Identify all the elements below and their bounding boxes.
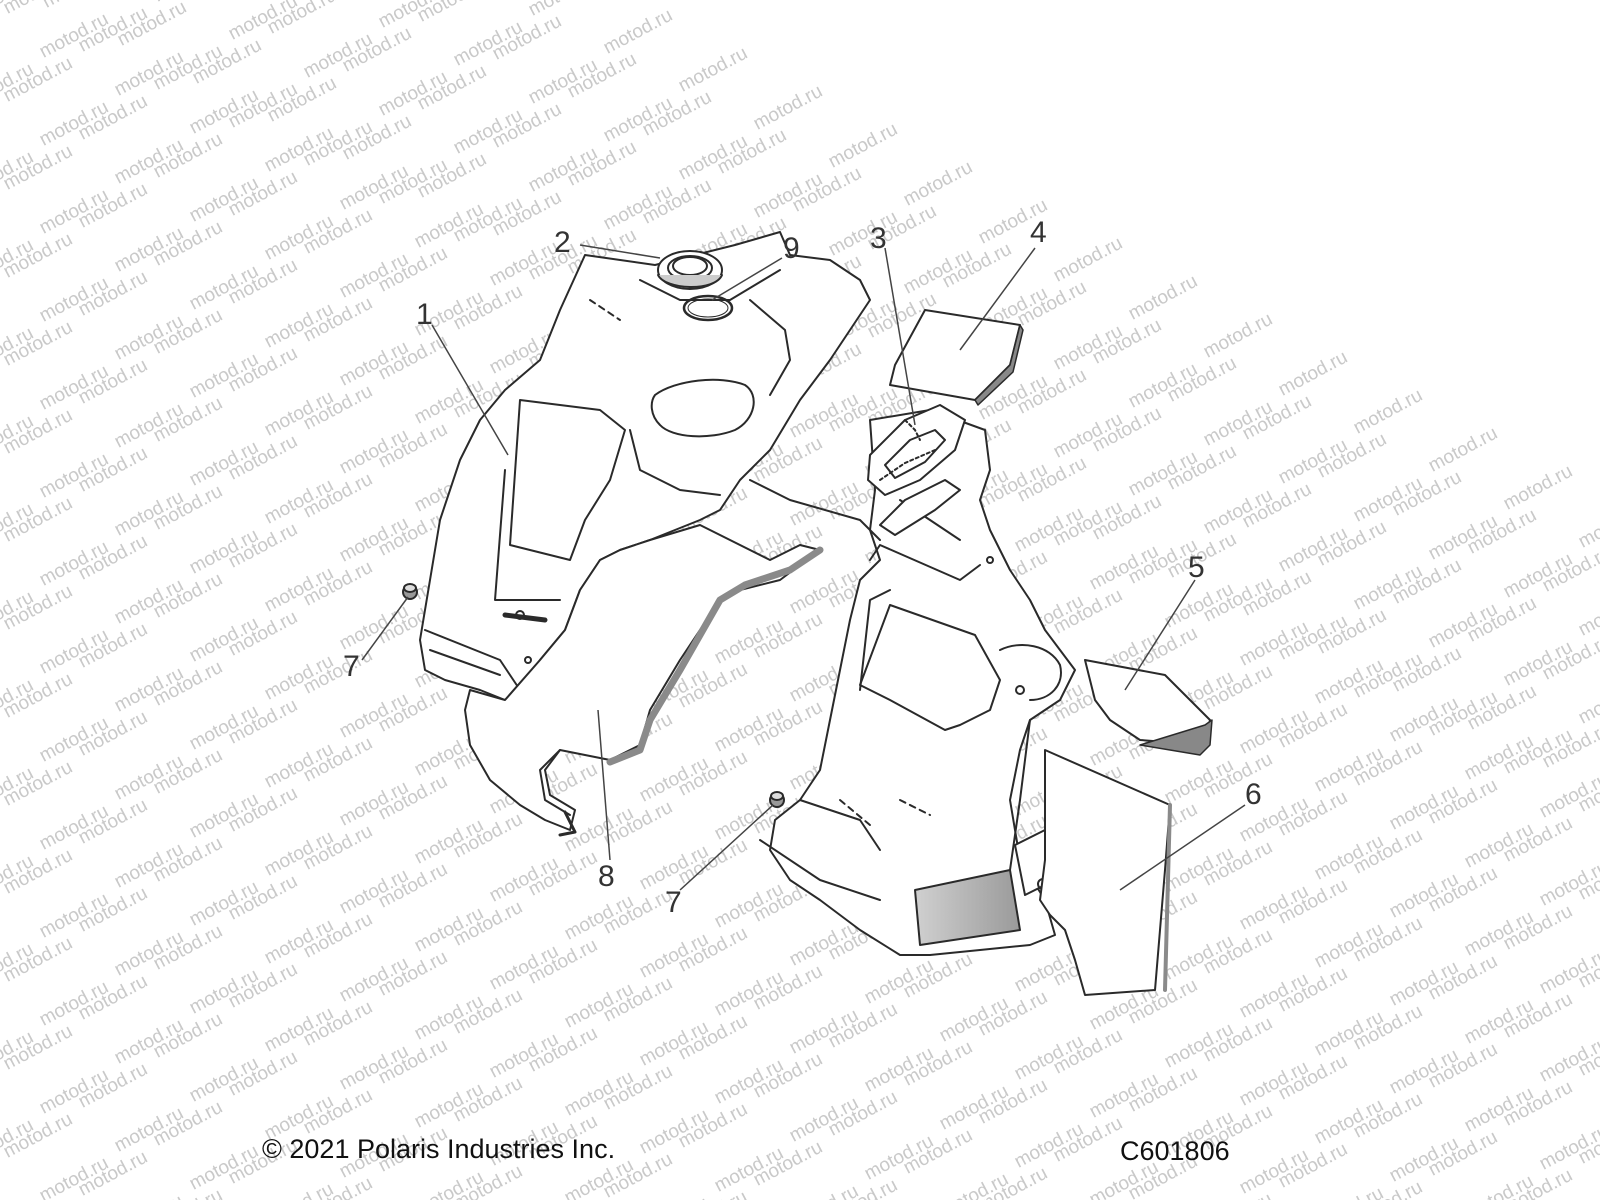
callout-9: 9 [783, 232, 800, 265]
callout-2: 2 [554, 226, 571, 259]
leader-6 [1119, 804, 1246, 891]
callout-3: 3 [870, 222, 887, 255]
leader-3 [884, 247, 916, 426]
leader-2 [579, 244, 661, 259]
part-5-pad [1084, 659, 1213, 756]
leader-9 [711, 257, 783, 301]
callout-4: 4 [1030, 216, 1047, 249]
part-6-fairing [749, 409, 1076, 956]
leader-7a [361, 596, 409, 661]
part-6-side-panel [1039, 749, 1172, 996]
part-7-fastener-b [769, 791, 785, 808]
callout-1: 1 [416, 298, 433, 331]
callout-7b: 7 [665, 886, 682, 919]
callout-6: 6 [1245, 778, 1262, 811]
callout-7a: 7 [343, 650, 360, 683]
part-7-fastener-a [402, 583, 418, 600]
part-9-oring [682, 294, 734, 322]
part-4-pad [889, 309, 1024, 406]
copyright-text: © 2021 Polaris Industries Inc. [262, 1134, 616, 1164]
callout-5: 5 [1188, 551, 1205, 584]
leader-1 [431, 324, 509, 456]
callout-8: 8 [598, 860, 615, 893]
part-2-ring [657, 250, 723, 290]
part-1-fairing [419, 231, 871, 701]
leader-8 [597, 709, 611, 861]
drawing-id: C601806 [1120, 1136, 1230, 1166]
leader-lines [361, 244, 1246, 891]
leader-7b [679, 804, 774, 891]
part-8-panel [464, 524, 824, 837]
leader-5 [1124, 579, 1196, 691]
part-3-filler [867, 404, 966, 536]
leader-4 [959, 247, 1036, 351]
